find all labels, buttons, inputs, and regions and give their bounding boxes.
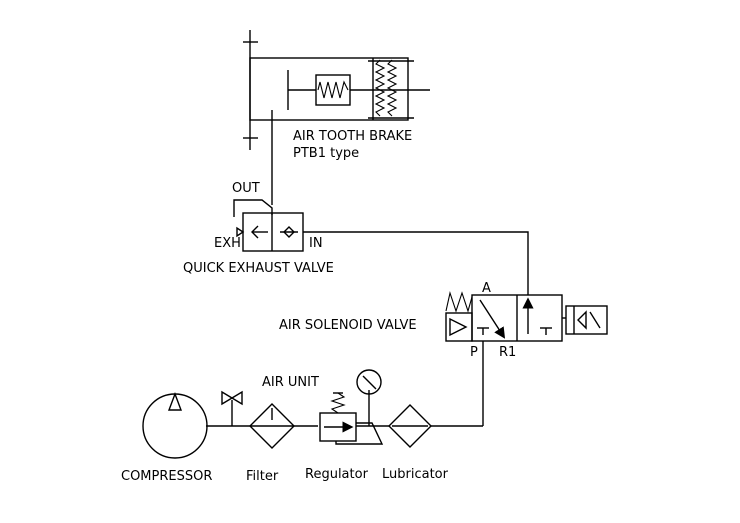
port-a-label: A [482, 281, 491, 296]
pressure-gauge-icon [356, 369, 382, 413]
port-p-label: P [470, 345, 478, 360]
air-tooth-brake: AIR TOOTH BRAKE PTB1 type [243, 30, 430, 205]
exh-label: EXH [214, 236, 241, 251]
quick-exhaust-valve-label: QUICK EXHAUST VALVE [183, 261, 334, 276]
filter-label: Filter [246, 469, 279, 484]
regulator-label: Regulator [305, 467, 369, 482]
air-unit-label: AIR UNIT [262, 375, 319, 390]
regulator [319, 392, 384, 445]
port-r1-label: R1 [499, 345, 516, 360]
brake-title-label: AIR TOOTH BRAKE [293, 129, 412, 144]
out-label: OUT [232, 181, 260, 196]
air-solenoid-valve: A AIR SOLENOID VALVE P R1 [279, 281, 608, 426]
quick-exhaust-valve: OUT EXH IN QUICK EXHAUST VALVE [183, 181, 529, 295]
lubricator-label: Lubricator [382, 467, 449, 482]
compressor-label: COMPRESSOR [121, 469, 212, 484]
in-label: IN [309, 236, 323, 251]
air-unit: AIR UNIT COMPRESSOR Filter [121, 369, 483, 484]
compressor [142, 392, 208, 459]
brake-type-label: PTB1 type [293, 146, 359, 161]
filter [249, 403, 295, 449]
air-solenoid-valve-label: AIR SOLENOID VALVE [279, 318, 417, 333]
lubricator [388, 404, 432, 448]
